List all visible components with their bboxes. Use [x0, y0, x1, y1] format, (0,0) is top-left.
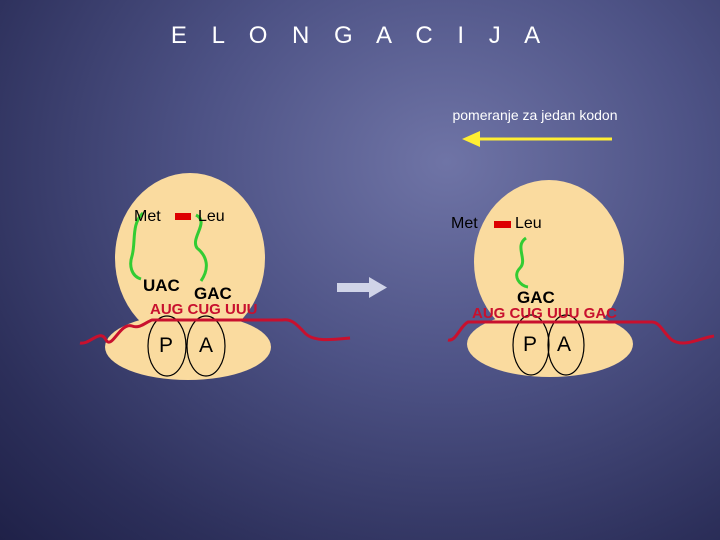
right-ribosome-small-subunit	[467, 311, 633, 377]
right-a-site-outline	[547, 314, 585, 376]
left-a-site-outline	[186, 315, 226, 377]
left-ribosome-large-subunit	[115, 173, 265, 343]
right-mrna-codons: AUG CUG UUU GAC	[472, 305, 617, 322]
left-aa-met: Met	[134, 208, 161, 225]
right-trna-p	[515, 236, 529, 289]
right-aa-leu: Leu	[515, 215, 542, 232]
left-site-p: P	[159, 334, 174, 357]
right-p-site-outline	[512, 314, 550, 376]
left-ribosome-small-subunit	[105, 314, 271, 380]
right-aa-met: Met	[451, 215, 478, 232]
left-anticodon-a: GAC	[194, 284, 232, 303]
right-mrna-strand	[447, 320, 715, 345]
left-aa-leu: Leu	[198, 208, 225, 225]
shift-label: pomeranje za jedan kodon	[452, 107, 618, 123]
right-ribosome	[467, 180, 633, 377]
left-peptide-bond	[175, 213, 191, 220]
left-site-a: A	[199, 334, 214, 357]
page-title: E L O N G A C I J A	[170, 22, 550, 49]
right-ribosome-large-subunit	[474, 180, 624, 344]
left-mrna-codons: AUG CUG UUU	[150, 301, 258, 318]
left-mrna-strand	[79, 318, 351, 345]
right-site-a: A	[557, 333, 572, 356]
shift-arrow	[462, 131, 612, 147]
right-peptide-bond	[494, 221, 511, 228]
right-site-p: P	[523, 333, 538, 356]
right-anticodon-p: GAC	[517, 288, 555, 307]
left-trna-p	[129, 211, 145, 281]
process-arrow	[337, 277, 387, 298]
left-trna-a	[194, 213, 208, 282]
left-ribosome	[105, 173, 271, 380]
left-anticodon-p: UAC	[143, 276, 180, 295]
left-p-site-outline	[147, 315, 187, 377]
